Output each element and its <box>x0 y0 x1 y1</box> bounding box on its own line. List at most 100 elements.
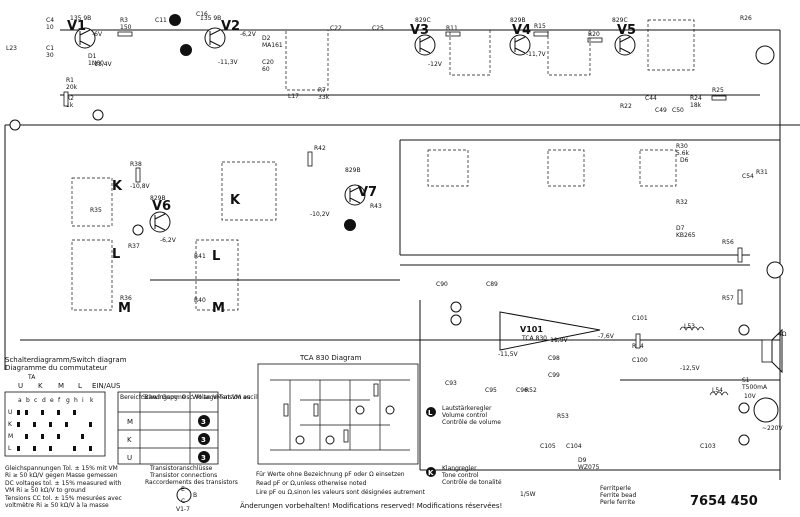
d7-label: D7 <box>676 225 685 232</box>
transistor-v6: V6 829B <box>149 195 171 233</box>
transistor-v4: V4 829B <box>509 17 531 56</box>
r36-label: R36 <box>120 295 132 302</box>
r20-label: R20 <box>588 31 600 38</box>
r7-label: R7 <box>318 87 326 94</box>
c54-label: C54 <box>742 173 754 180</box>
voltage-v7-b: -10,2V <box>310 211 331 218</box>
r3-label: R3 <box>120 17 128 24</box>
c49-label: C49 <box>655 107 667 114</box>
band-markers: K L M K L M <box>112 179 241 316</box>
c22-label: C22 <box>330 25 342 32</box>
marker-m-2: M <box>212 301 225 316</box>
pin-c: C <box>181 498 185 505</box>
d1-value: 1N60 <box>88 60 104 67</box>
c93-label: C93 <box>445 380 457 387</box>
dc-note-en: DC voltages tol. ± 15% measured with <box>5 480 122 487</box>
r52-label: R52 <box>525 387 537 394</box>
s1-label: S1 <box>742 377 750 384</box>
r30-value: 5.6k <box>676 150 690 157</box>
c4-value: 10 <box>46 24 54 31</box>
component-labels: C4 10 R3 150 C11 C16 L23 C1 30 D1 1N60 R… <box>6 11 768 471</box>
range-mark-k: 3 <box>201 436 206 444</box>
r40-label: R40 <box>194 297 206 304</box>
control-legend: L Lautstärkeregler Volume control Contrô… <box>426 331 787 506</box>
r1-value: 20k <box>66 84 78 91</box>
r25-label: R25 <box>712 87 724 94</box>
range-header-band: Bereich Band Gamme <box>120 394 186 401</box>
col-f: f <box>58 397 61 404</box>
range-mark-m: 3 <box>201 418 206 426</box>
v7-type: 829B <box>345 167 361 174</box>
r56-label: R56 <box>722 239 734 246</box>
ferrite-fr: Perle ferrite <box>600 499 635 506</box>
switch-band-einaus: EIN/AUS <box>92 382 121 390</box>
c104-label: C104 <box>566 443 582 450</box>
r57-label: R57 <box>722 295 734 302</box>
switch-band-m: M <box>58 382 64 390</box>
c4-label: C4 <box>46 17 54 24</box>
voltage-ic-a: -11,9V <box>548 337 569 344</box>
ic-id: V101 <box>520 325 543 334</box>
v5-label: V5 <box>617 23 636 38</box>
transistor-connections: Transistoranschlüsse Transistor connecti… <box>145 465 238 513</box>
volume-en: Volume control <box>442 412 487 419</box>
c100-label: C100 <box>632 357 648 364</box>
ic-v101: V101 TCA 830 <box>499 311 601 351</box>
c101-label: C101 <box>632 315 648 322</box>
r1-label: R1 <box>66 77 74 84</box>
v5-type: 829C <box>612 17 628 24</box>
v3-type: 829C <box>415 17 431 24</box>
switch-band-l: L <box>78 382 82 390</box>
marker-k: K <box>112 179 123 194</box>
c99-label: C99 <box>548 372 560 379</box>
tone-en: Tone control <box>441 472 479 479</box>
c25-label: C25 <box>372 25 384 32</box>
switch-diagram-title: Schalterdiagramm/Switch diagram <box>5 356 127 364</box>
d6-label: D6 <box>680 157 689 164</box>
modifications-note: Änderungen vorbehalten! Modifications re… <box>240 501 502 510</box>
r2-label: R2 <box>66 95 74 102</box>
r53-label: R53 <box>557 413 569 420</box>
values-note-de: Für Werte ohne Bezeichnung pF oder Ω ein… <box>256 471 405 478</box>
marker-k-2: K <box>230 193 241 208</box>
voltage-v3-e: -12V <box>428 61 443 68</box>
v4-label: V4 <box>512 23 531 38</box>
col-g: g <box>66 397 70 404</box>
tone-fr: Contrôle de tonalité <box>442 479 502 486</box>
switch-rows: U K M L <box>8 409 13 452</box>
v6-label: V6 <box>152 199 171 214</box>
voltage-v1-c: -6V <box>92 31 103 38</box>
v6-type: 829B <box>150 195 166 202</box>
dc-note-fr2: voltmètre Ri ≥ 50 kΩ/V à la masse <box>5 502 109 509</box>
col-a: a <box>18 397 22 404</box>
switch-band-k: K <box>38 382 43 390</box>
r41-label: R41 <box>194 253 206 260</box>
col-d: d <box>42 397 46 404</box>
dc-notes: Gleichspannungen Tol. ± 15% mit VM Ri ≥ … <box>4 465 122 509</box>
c96-label: C96 <box>516 387 528 394</box>
switch-columns: a b c d e f g h i k <box>18 397 94 404</box>
r35-label: R35 <box>90 207 102 214</box>
pin-b: B <box>193 492 197 499</box>
l23-label: L23 <box>6 45 17 52</box>
transistor-v7: V7 829B <box>344 167 377 206</box>
value-notes: Für Werte ohne Bezeichnung pF oder Ω ein… <box>240 471 502 510</box>
col-e: e <box>50 397 54 404</box>
c89-label: C89 <box>486 281 498 288</box>
switch-contacts <box>17 410 92 451</box>
c16-label: C16 <box>196 11 208 18</box>
ic-type: TCA 830 <box>521 335 547 342</box>
supply-10v: 10V <box>744 393 757 400</box>
switch-ta: TA <box>27 374 36 381</box>
voltage-v6-e: -6,2V <box>160 237 177 244</box>
transistor-ref: V1-7 <box>176 506 190 513</box>
switch-diagram-subtitle: Diagramme du commutateur <box>5 364 107 372</box>
tca830-diagram: TCA 830 Diagram <box>257 354 419 465</box>
v2-label: V2 <box>221 19 240 34</box>
c103-label: C103 <box>700 443 716 450</box>
marker-m: M <box>118 301 131 316</box>
switch-band-u: U <box>18 382 23 390</box>
c105-label: C105 <box>540 443 556 450</box>
